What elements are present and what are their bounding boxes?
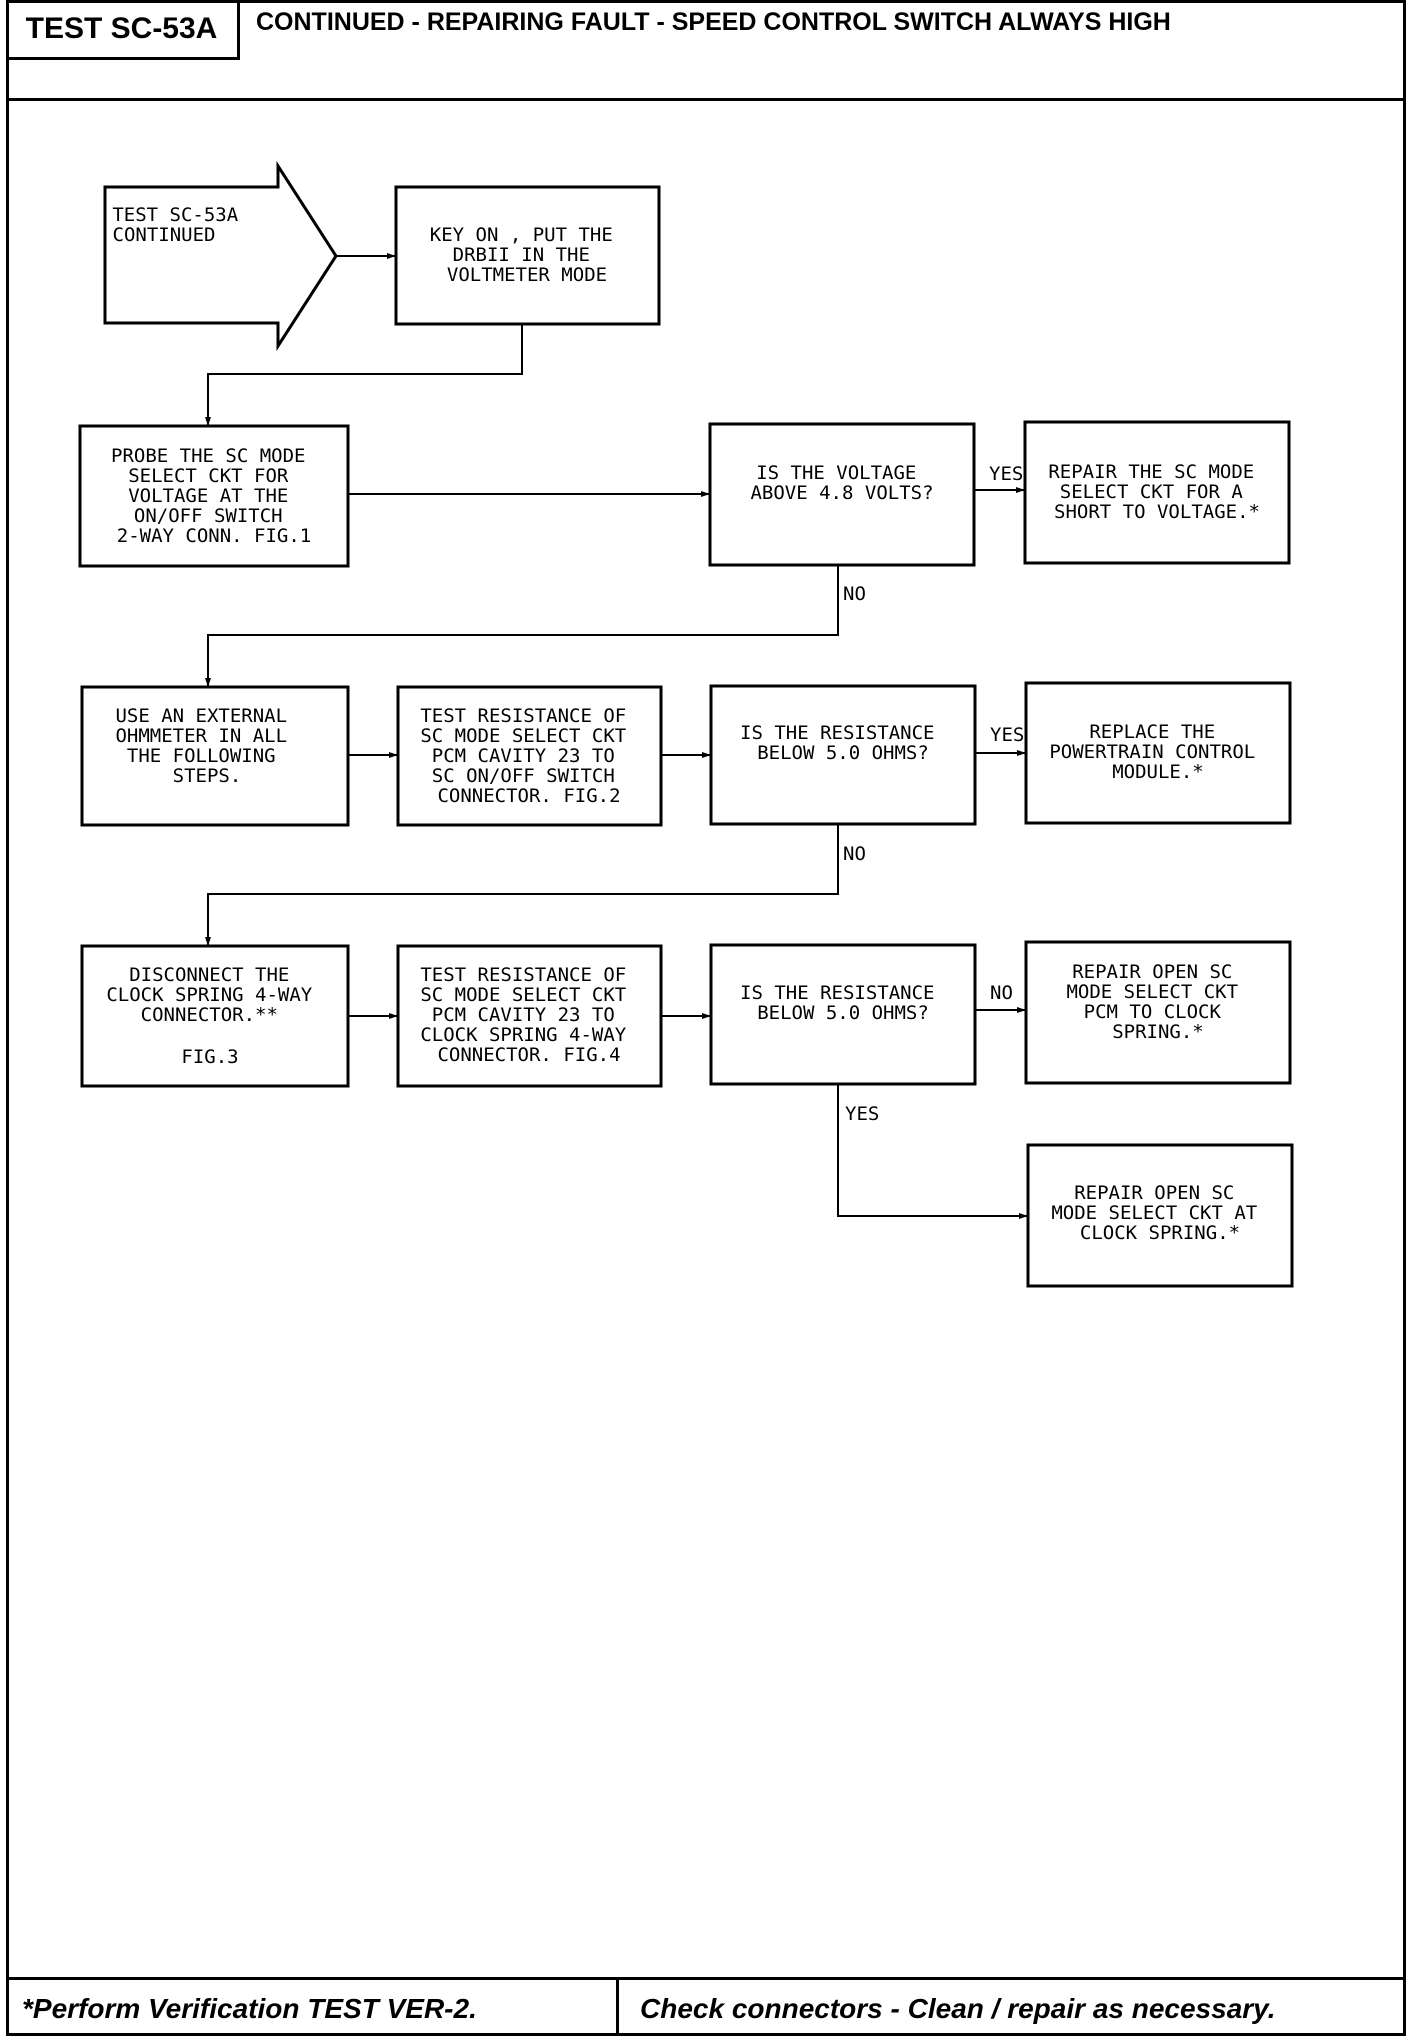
q-res-2-line: IS THE RESISTANCE (740, 982, 934, 1004)
replace-pcm-line: REPLACE THE (1089, 721, 1215, 743)
connector-keyon-to-probe (205, 324, 523, 426)
repair-short-box (1023, 420, 1291, 565)
disconnect-line: CLOCK SPRING 4-WAY (106, 984, 312, 1006)
start-line: CONTINUED (113, 224, 216, 246)
q-res-1-box (709, 684, 977, 826)
key-on-box (394, 185, 661, 326)
disconnect-line: CONNECTOR.** (141, 1004, 278, 1026)
use-ohmmeter-line: OHMMETER IN ALL (115, 725, 287, 747)
repair-open-pcm-text: REPAIR OPEN SC MODE SELECT CKT PCM TO CL… (1066, 961, 1249, 1043)
footer-separator (616, 1977, 619, 2036)
test-res-1-line: TEST RESISTANCE OF (420, 705, 626, 727)
test-res-2-line: SC MODE SELECT CKT (420, 984, 626, 1006)
probe-line: SELECT CKT FOR (128, 465, 289, 487)
test-res-1-text: TEST RESISTANCE OF SC MODE SELECT CKT PC… (420, 705, 637, 807)
repair-open-cs-line: REPAIR OPEN SC (1074, 1182, 1234, 1204)
label-no: NO (990, 982, 1013, 1004)
q-res-1-line: IS THE RESISTANCE (740, 722, 934, 744)
replace-pcm-line: MODULE.* (1112, 761, 1204, 783)
connector-qvoltage-no (205, 565, 839, 687)
repair-open-pcm-line: PCM TO CLOCK (1084, 1001, 1222, 1023)
test-res-2-line: CONNECTOR. FIG.4 (437, 1044, 620, 1066)
label-yes: YES (990, 724, 1024, 746)
probe-line: 2-WAY CONN. FIG.1 (117, 525, 311, 547)
replace-pcm-text: REPLACE THE POWERTRAIN CONTROL MODULE.* (1049, 721, 1266, 783)
repair-open-pcm-line: MODE SELECT CKT (1066, 981, 1238, 1003)
start-text: TEST SC-53A CONTINUED (112, 204, 249, 246)
test-res-2-line: TEST RESISTANCE OF (420, 964, 626, 986)
q-res-2-text: IS THE RESISTANCE BELOW 5.0 OHMS? (740, 982, 946, 1024)
disconnect-text: DISCONNECT THE CLOCK SPRING 4-WAY CONNEC… (106, 964, 323, 1068)
label-no: NO (843, 583, 866, 605)
footer-divider (6, 1977, 1406, 1980)
test-id-label: TEST SC-53A (6, 0, 240, 60)
repair-open-cs-text: REPAIR OPEN SC MODE SELECT CKT AT CLOCK … (1051, 1182, 1268, 1244)
q-res-2-line: BELOW 5.0 OHMS? (757, 1002, 929, 1024)
test-res-1-line: SC MODE SELECT CKT (420, 725, 626, 747)
probe-box (78, 424, 350, 568)
replace-pcm-box (1024, 681, 1292, 825)
header-divider (6, 98, 1406, 101)
footer-verification-note: *Perform Verification TEST VER-2. (22, 1993, 477, 2024)
connector-qres2-yes (837, 1084, 1028, 1219)
repair-open-cs-line: MODE SELECT CKT AT (1051, 1202, 1257, 1224)
q-voltage-line: ABOVE 4.8 VOLTS? (750, 482, 933, 504)
q-res-1-line: BELOW 5.0 OHMS? (757, 742, 929, 764)
repair-short-line: SELECT CKT FOR A (1060, 481, 1244, 503)
test-res-2-line: CLOCK SPRING 4-WAY (420, 1024, 626, 1046)
test-res-1-line: PCM CAVITY 23 TO (432, 745, 615, 767)
test-res-2-text: TEST RESISTANCE OF SC MODE SELECT CKT PC… (420, 964, 637, 1066)
q-res-1-text: IS THE RESISTANCE BELOW 5.0 OHMS? (740, 722, 946, 764)
disconnect-box (80, 944, 350, 1088)
key-on-line: DRBII IN THE (453, 244, 590, 266)
use-ohmmeter-line: THE FOLLOWING (127, 745, 276, 767)
probe-text: PROBE THE SC MODE SELECT CKT FOR VOLTAGE… (111, 445, 317, 547)
key-on-line: KEY ON , PUT THE (430, 224, 613, 246)
repair-open-pcm-line: SPRING.* (1112, 1021, 1204, 1043)
repair-short-text: REPAIR THE SC MODE SELECT CKT FOR A SHOR… (1048, 461, 1265, 523)
footer-connector-note: Check connectors - Clean / repair as nec… (640, 1993, 1276, 2024)
test-res-2-line: PCM CAVITY 23 TO (432, 1004, 615, 1026)
test-res-2-box (396, 944, 663, 1088)
start-arrow-shape (103, 160, 338, 352)
label-no: NO (843, 843, 866, 865)
repair-short-line: SHORT TO VOLTAGE.* (1054, 501, 1260, 523)
key-on-text: KEY ON , PUT THE DRBII IN THE VOLTMETER … (430, 224, 624, 286)
repair-short-line: REPAIR THE SC MODE (1048, 461, 1254, 483)
q-voltage-line: IS THE VOLTAGE (756, 462, 916, 484)
probe-line: VOLTAGE AT THE (128, 485, 288, 507)
start-line: TEST SC-53A (112, 204, 238, 226)
replace-pcm-line: POWERTRAIN CONTROL (1049, 741, 1255, 763)
repair-open-pcm-box (1024, 940, 1292, 1085)
probe-line: ON/OFF SWITCH (134, 505, 283, 527)
use-ohmmeter-box (80, 685, 350, 827)
repair-open-cs-box (1026, 1143, 1294, 1288)
use-ohmmeter-text: USE AN EXTERNAL OHMMETER IN ALL THE FOLL… (115, 705, 298, 787)
connector-qres1-no (205, 824, 839, 946)
use-ohmmeter-line: USE AN EXTERNAL (115, 705, 287, 727)
q-voltage-text: IS THE VOLTAGE ABOVE 4.8 VOLTS? (750, 462, 933, 504)
q-voltage-box (708, 422, 976, 567)
label-yes: YES (989, 463, 1023, 485)
page-title: CONTINUED - REPAIRING FAULT - SPEED CONT… (256, 8, 1171, 36)
probe-line: PROBE THE SC MODE (111, 445, 305, 467)
repair-open-pcm-line: REPAIR OPEN SC (1072, 961, 1232, 983)
test-res-1-line: SC ON/OFF SWITCH (432, 765, 615, 787)
key-on-line: VOLTMETER MODE (447, 264, 607, 286)
disconnect-line: FIG.3 (181, 1046, 238, 1068)
use-ohmmeter-line: STEPS. (173, 765, 242, 787)
repair-open-cs-line: CLOCK SPRING.* (1080, 1222, 1240, 1244)
test-res-1-line: CONNECTOR. FIG.2 (437, 785, 620, 807)
disconnect-line: DISCONNECT THE (129, 964, 289, 986)
label-yes: YES (845, 1103, 879, 1125)
q-res-2-box (709, 943, 977, 1086)
